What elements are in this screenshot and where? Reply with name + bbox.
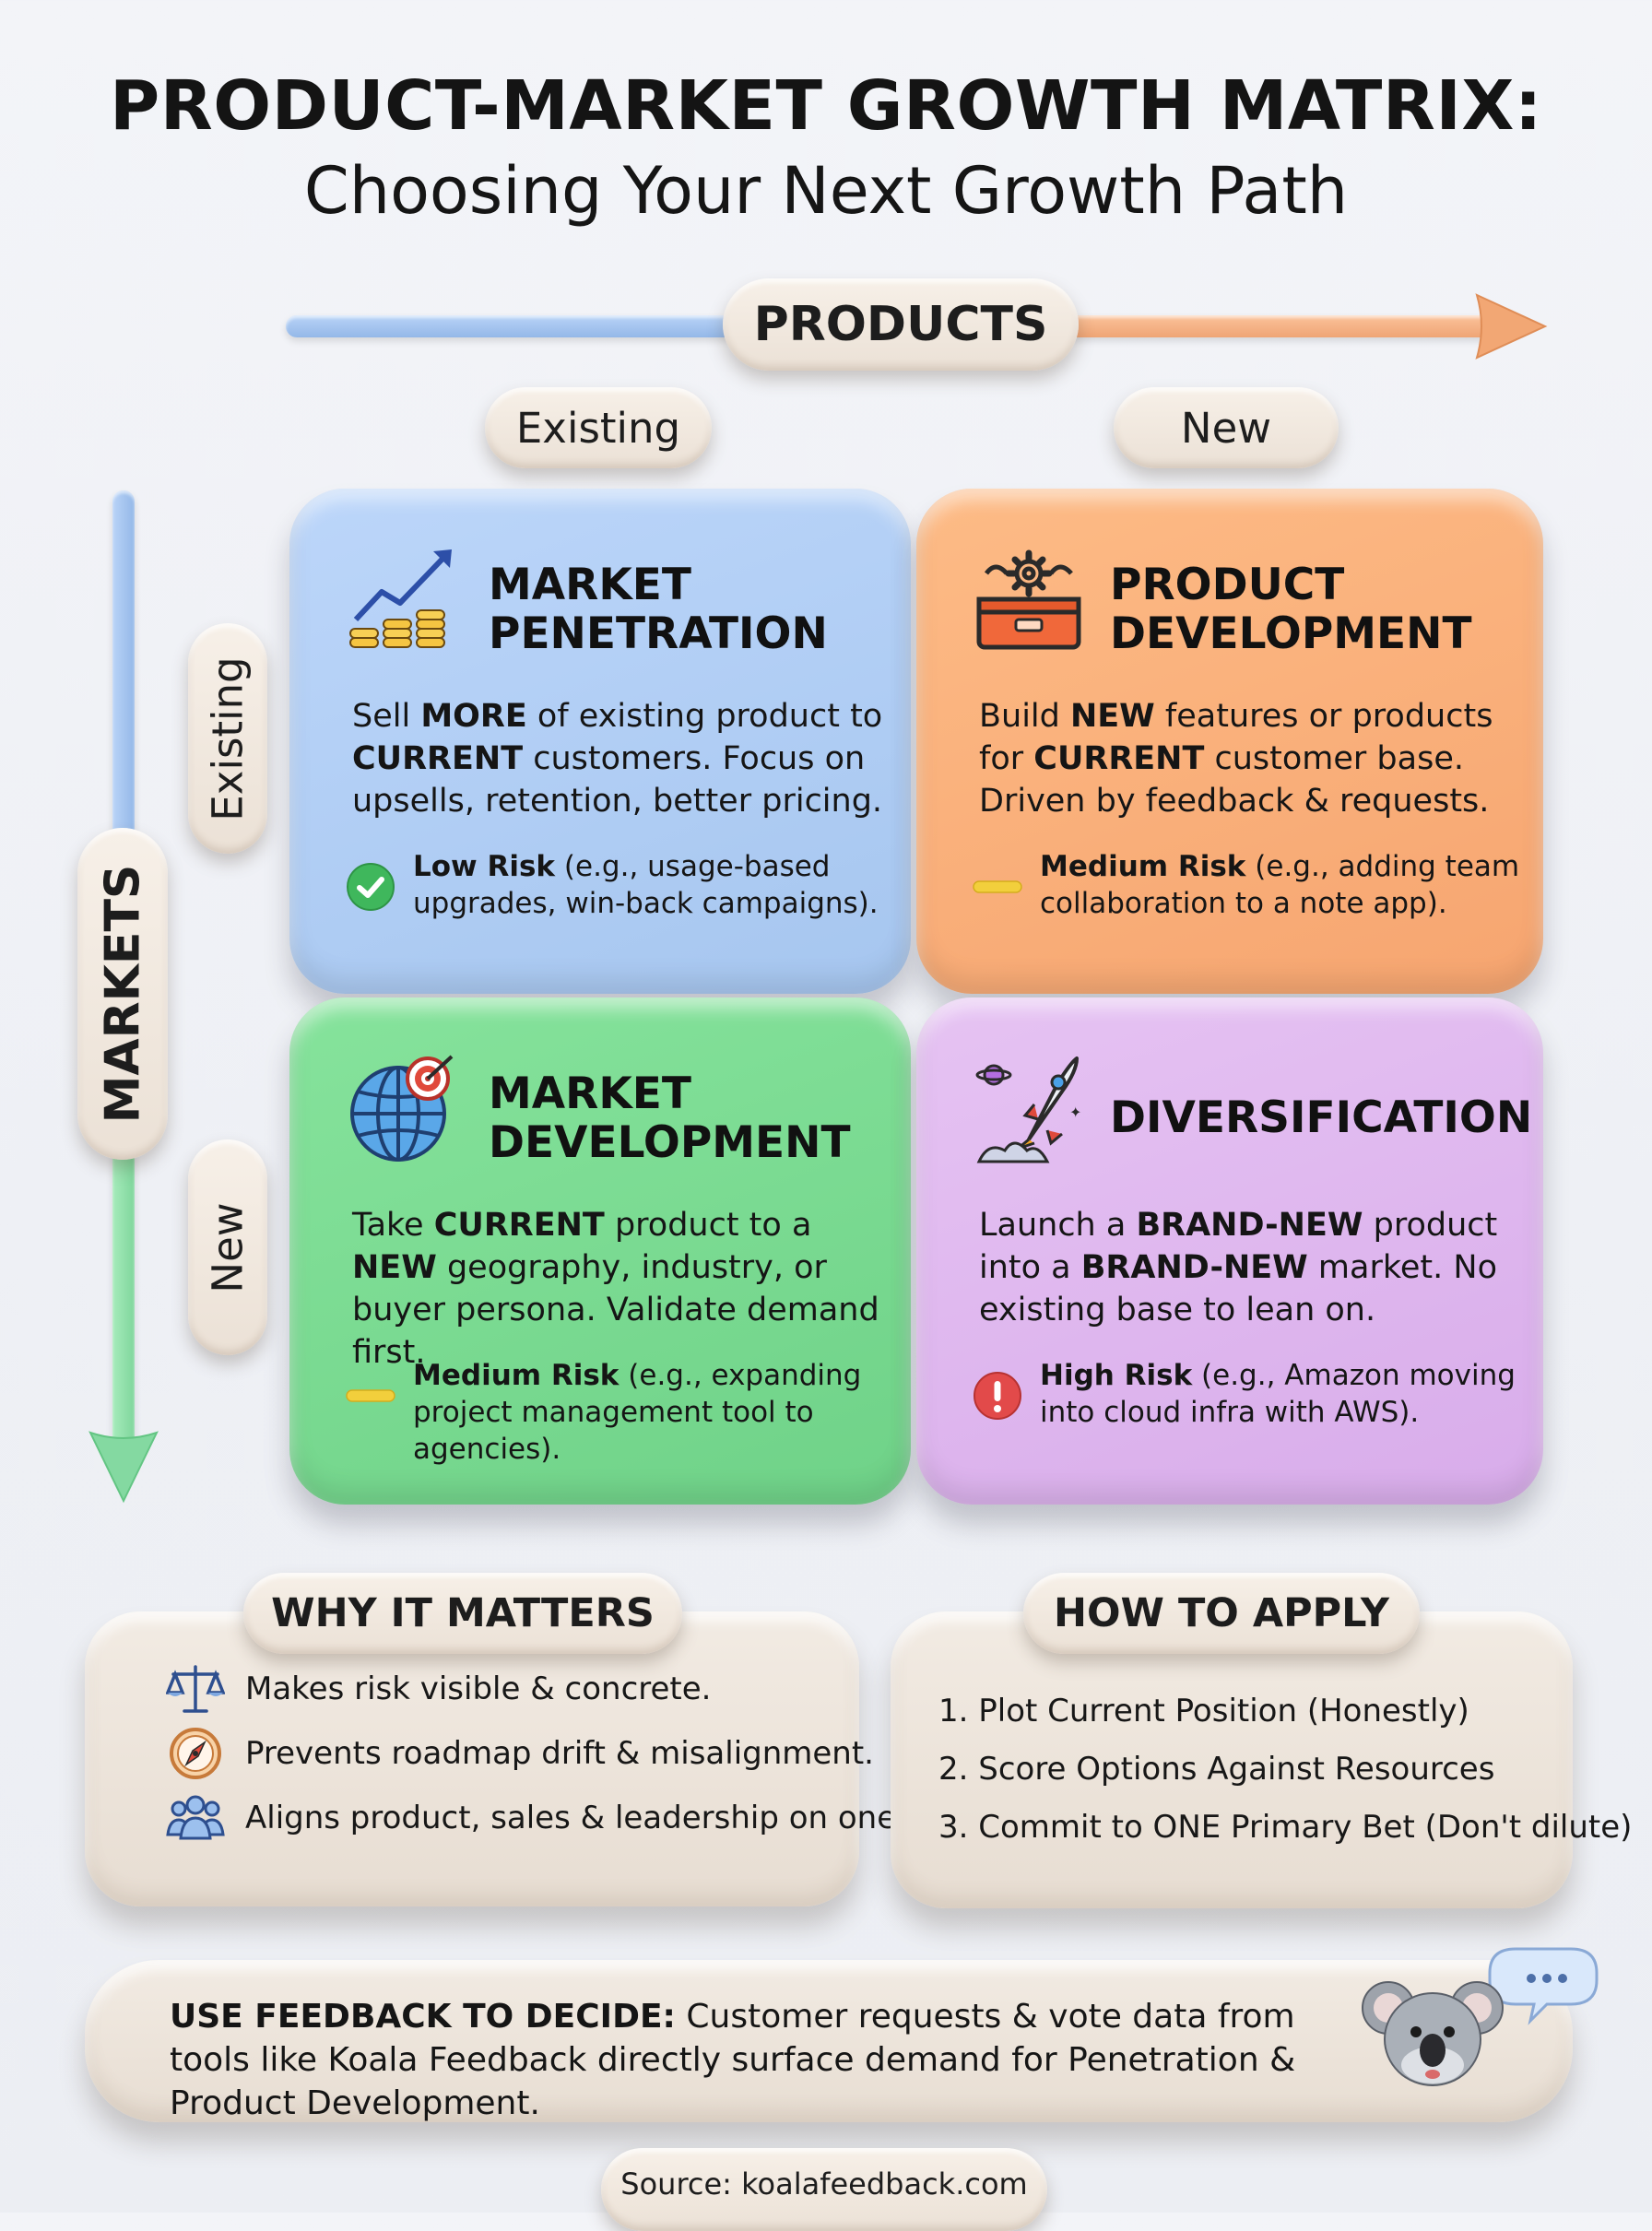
svg-text:✦: ✦: [1069, 1104, 1081, 1121]
quadrant-risk: Medium Risk (e.g., adding team collabora…: [1040, 850, 1520, 920]
products-new-label: New: [1114, 387, 1339, 468]
yellow-dash-icon: [973, 880, 1022, 893]
list-item: 1. Plot Current Position (Honestly): [938, 1693, 1469, 1729]
why-item-text: Prevents roadmap drift & misalignment.: [245, 1735, 874, 1772]
quadrant-description: Build NEW features or products for CURRE…: [979, 698, 1493, 820]
quadrant-product-development: PRODUCT DEVELOPMENT Build NEW features o…: [916, 489, 1543, 994]
list-item: 3. Commit to ONE Primary Bet (Don't dilu…: [938, 1809, 1633, 1846]
feedback-banner: USE FEEDBACK TO DECIDE: Customer request…: [85, 1960, 1573, 2122]
quadrant-risk: Medium Risk (e.g., expanding project man…: [413, 1359, 862, 1466]
list-item: Makes risk visible & concrete.: [166, 1661, 711, 1717]
markets-arrow-head-icon: [88, 1431, 159, 1504]
quadrant-title: MARKET PENETRATION: [489, 560, 828, 659]
quadrant-description: Take CURRENT product to a NEW geography,…: [352, 1207, 879, 1371]
list-item: 2. Score Options Against Resources: [938, 1751, 1495, 1788]
why-it-matters-panel: Makes risk visible & concrete. Prevents …: [85, 1611, 968, 1906]
how-to-apply-heading: HOW TO APPLY: [1023, 1573, 1420, 1654]
people-group-icon: [166, 1795, 225, 1840]
quadrant-market-development: MARKET DEVELOPMENT Take CURRENT product …: [289, 997, 911, 1505]
markets-existing-label-text: Existing: [203, 655, 253, 821]
feedback-text: USE FEEDBACK TO DECIDE: Customer request…: [170, 1998, 1296, 2122]
quadrant-market-penetration: MARKET PENETRATION Sell MORE of existing…: [289, 489, 911, 994]
exclamation-circle-icon: [974, 1372, 1021, 1420]
balance-scale-icon: [166, 1665, 225, 1713]
check-circle-icon: [347, 863, 395, 911]
rocket-launch-icon: ✦: [975, 1056, 1081, 1163]
why-item-text: Makes risk visible & concrete.: [245, 1670, 712, 1707]
why-it-matters-heading: WHY IT MATTERS: [243, 1573, 682, 1654]
quadrant-title: MARKET DEVELOPMENT: [489, 1068, 851, 1168]
why-item-text: Aligns product, sales & leadership on on…: [245, 1800, 968, 1836]
markets-new-label-text: New: [203, 1201, 253, 1293]
markets-axis-label: MARKETS: [77, 828, 168, 1160]
globe-target-icon: [350, 1055, 454, 1162]
source-label: Source: koalafeedback.com: [601, 2148, 1047, 2231]
compass-icon: [170, 1728, 221, 1779]
list-item: Prevents roadmap drift & misalignment.: [166, 1726, 874, 1781]
markets-new-label: New: [188, 1139, 267, 1355]
markets-existing-label: Existing: [188, 623, 267, 854]
koala-chat-icon: [1362, 1947, 1599, 2086]
quadrant-title: PRODUCT DEVELOPMENT: [1110, 560, 1472, 659]
markets-axis-label-text: MARKETS: [95, 864, 150, 1124]
gear-toolbox-icon: [976, 549, 1081, 650]
page-title: PRODUCT-MARKET GROWTH MATRIX:: [109, 66, 1542, 146]
quadrant-diversification: ✦ DIVERSIFICATION Launch a BRAND-NEW pro…: [916, 997, 1543, 1505]
products-axis-bar-right: [1060, 315, 1493, 337]
products-axis-bar-left: [286, 315, 747, 337]
quadrant-description: Sell MORE of existing product to CURRENT…: [352, 698, 883, 820]
quadrant-risk: High Risk (e.g., Amazon moving into clou…: [1040, 1359, 1516, 1429]
products-arrow-head-icon: [1475, 293, 1548, 360]
products-axis-label: PRODUCTS: [723, 278, 1079, 371]
products-existing-label: Existing: [485, 387, 712, 468]
how-to-apply-panel: 1. Plot Current Position (Honestly) 2. S…: [891, 1611, 1632, 1908]
page-subtitle: Choosing Your Next Growth Path: [303, 153, 1349, 229]
markets-axis-bar-bottom: [112, 1145, 135, 1449]
quadrant-description: Launch a BRAND-NEW product into a BRAND-…: [979, 1207, 1498, 1328]
yellow-dash-icon: [346, 1389, 395, 1402]
markets-axis-bar-top: [112, 490, 135, 841]
quadrant-risk: Low Risk (e.g., usage-based upgrades, wi…: [413, 850, 879, 920]
quadrant-title: DIVERSIFICATION: [1110, 1092, 1533, 1143]
list-item: Aligns product, sales & leadership on on…: [166, 1790, 968, 1846]
coins-growth-chart-icon: [349, 549, 452, 648]
